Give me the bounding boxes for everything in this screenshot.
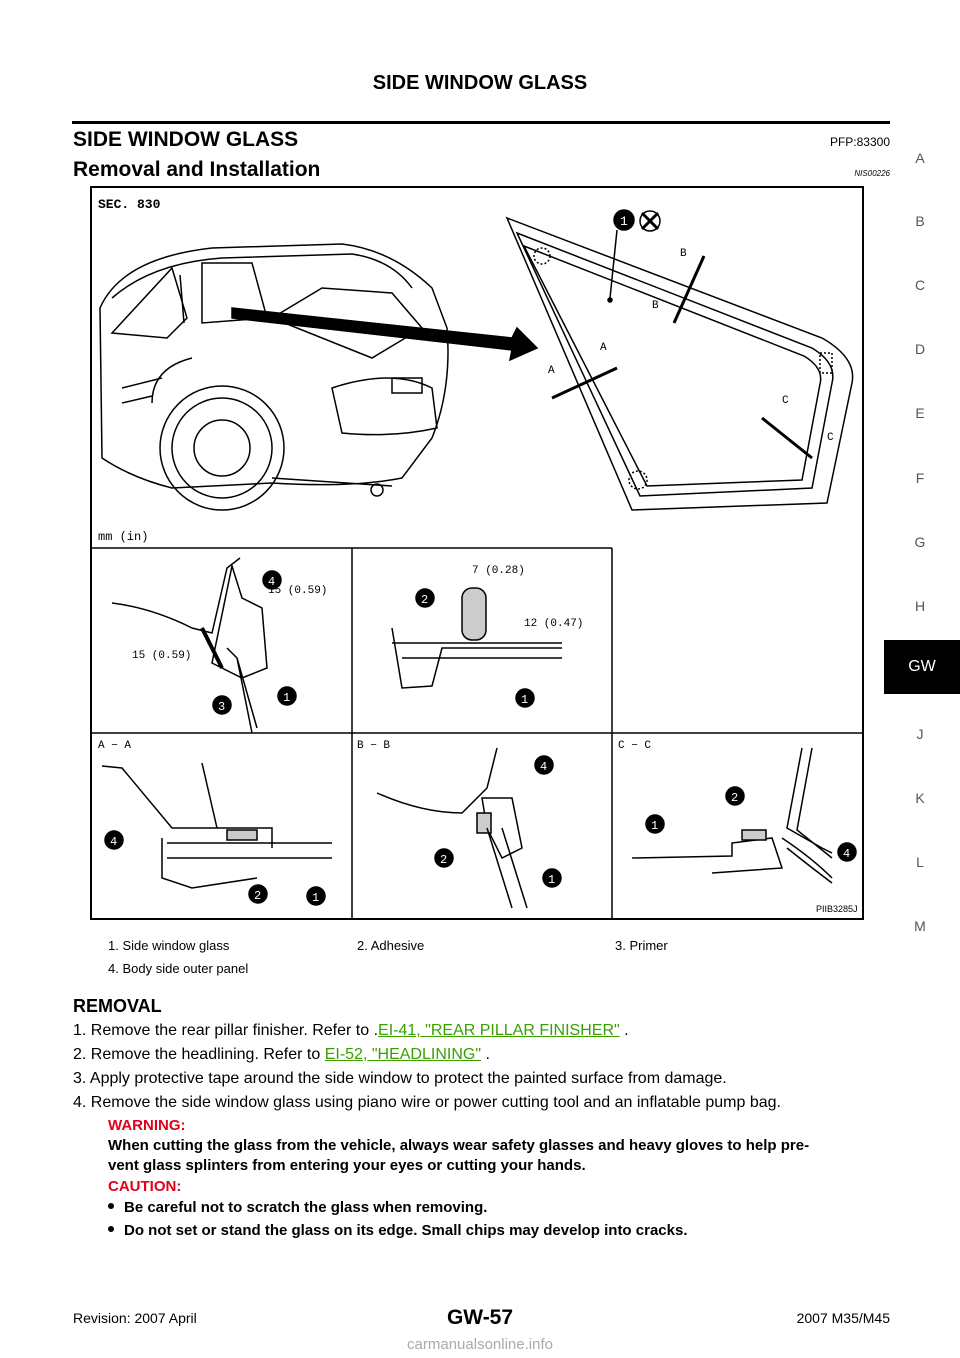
footer-page-number: GW-57 <box>446 1306 514 1329</box>
sec-label: SEC. 830 <box>98 197 161 212</box>
svg-text:C: C <box>782 395 789 407</box>
svg-text:1: 1 <box>283 691 290 705</box>
svg-text:3: 3 <box>218 700 225 714</box>
svg-text:4: 4 <box>843 847 850 861</box>
svg-text:7 (0.28): 7 (0.28) <box>472 565 525 577</box>
warning-label: WARNING: <box>108 1117 186 1134</box>
pointer-arrow <box>231 307 539 362</box>
caution-item-2: Do not set or stand the glass on its edg… <box>108 1222 687 1239</box>
figure-code: PIIB3285J <box>816 904 858 914</box>
section-b-b: B − B 4 2 1 <box>357 740 562 909</box>
svg-text:1: 1 <box>651 819 658 833</box>
side-index-m[interactable]: M <box>914 918 926 934</box>
svg-text:1: 1 <box>548 873 555 887</box>
step-2: 2. Remove the headlining. Refer to EI-52… <box>73 1046 490 1063</box>
installation-figure: SEC. 830 <box>90 186 864 920</box>
legend-item-3: 3. Primer <box>615 938 668 953</box>
svg-text:4: 4 <box>110 835 117 849</box>
svg-text:A − A: A − A <box>98 740 131 752</box>
svg-text:2: 2 <box>421 593 428 607</box>
header-rule <box>72 121 890 124</box>
caution-item-1: Be careful not to scratch the glass when… <box>108 1199 487 1216</box>
side-index-j[interactable]: J <box>916 726 924 742</box>
detail-adhesive: 7 (0.28) 12 (0.47) 2 1 <box>391 565 583 708</box>
step-3: 3. Apply protective tape around the side… <box>73 1070 727 1087</box>
svg-text:B: B <box>680 248 687 260</box>
side-index-gw-active[interactable]: GW <box>884 640 960 694</box>
side-index-l[interactable]: L <box>916 854 924 870</box>
removal-title: REMOVAL <box>73 996 162 1016</box>
svg-text:4: 4 <box>540 760 547 774</box>
warning-text-line1: When cutting the glass from the vehicle,… <box>108 1137 810 1154</box>
svg-text:15 (0.59): 15 (0.59) <box>268 585 327 597</box>
warning-text-line2: vent glass splinters from entering your … <box>108 1157 586 1174</box>
side-index-h[interactable]: H <box>914 598 926 614</box>
step-1: 1. Remove the rear pillar finisher. Refe… <box>73 1022 629 1039</box>
svg-text:2: 2 <box>440 853 447 867</box>
svg-text:A: A <box>600 342 607 354</box>
side-index-b[interactable]: B <box>915 213 925 229</box>
svg-text:B − B: B − B <box>357 740 390 752</box>
pfp-code: PFP:83300 <box>829 135 890 149</box>
side-index-k[interactable]: K <box>915 790 925 806</box>
svg-text:1: 1 <box>620 214 628 229</box>
bullet-icon <box>108 1203 114 1210</box>
legend-item-2: 2. Adhesive <box>357 938 425 953</box>
section-title: SIDE WINDOW GLASS <box>73 128 299 151</box>
window-glass-outline <box>505 216 854 511</box>
bullet-icon <box>108 1226 114 1233</box>
side-index-f[interactable]: F <box>915 470 925 486</box>
svg-text:B: B <box>652 300 659 312</box>
detail-primer: 15 (0.59) 15 (0.59) 4 3 1 <box>111 557 327 734</box>
callout-1-glass <box>613 209 635 231</box>
section-a-a: A − A 4 2 1 <box>98 740 332 906</box>
link-rear-pillar-finisher[interactable]: EI-41, "REAR PILLAR FINISHER" <box>378 1022 620 1039</box>
figure-drawing: SEC. 830 <box>92 197 862 918</box>
side-index-g[interactable]: G <box>914 534 926 550</box>
nis-code: NIS00226 <box>854 169 890 178</box>
svg-text:15 (0.59): 15 (0.59) <box>132 650 191 662</box>
svg-text:2: 2 <box>254 889 261 903</box>
footer-revision: Revision: 2007 April <box>73 1310 197 1326</box>
svg-text:A: A <box>548 365 555 377</box>
side-index-d[interactable]: D <box>914 341 926 357</box>
svg-text:12 (0.47): 12 (0.47) <box>524 618 583 630</box>
watermark: carmanualsonline.info <box>407 1336 553 1353</box>
link-headlining[interactable]: EI-52, "HEADLINING" <box>324 1046 481 1063</box>
legend-item-1: 1. Side window glass <box>108 938 230 953</box>
subsection-title: Removal and Installation <box>73 158 321 181</box>
caution-label: CAUTION: <box>108 1178 182 1195</box>
side-index-e[interactable]: E <box>915 405 925 421</box>
page-header-title: SIDE WINDOW GLASS <box>372 72 588 94</box>
step-4: 4. Remove the side window glass using pi… <box>73 1094 781 1111</box>
side-index-a[interactable]: A <box>915 150 925 166</box>
car-illustration <box>99 243 449 511</box>
legend-item-4: 4. Body side outer panel <box>108 961 249 976</box>
svg-text:C: C <box>827 432 834 444</box>
unit-label: mm (in) <box>98 530 148 544</box>
svg-text:4: 4 <box>268 575 275 589</box>
no-reuse-icon <box>640 211 660 231</box>
side-index-c[interactable]: C <box>914 277 926 293</box>
svg-text:1: 1 <box>312 891 319 905</box>
svg-text:2: 2 <box>731 791 738 805</box>
footer-model: 2007 M35/M45 <box>796 1310 890 1326</box>
svg-text:1: 1 <box>521 693 528 707</box>
section-c-c: C − C 1 2 4 <box>618 740 857 884</box>
svg-text:C − C: C − C <box>618 740 651 752</box>
